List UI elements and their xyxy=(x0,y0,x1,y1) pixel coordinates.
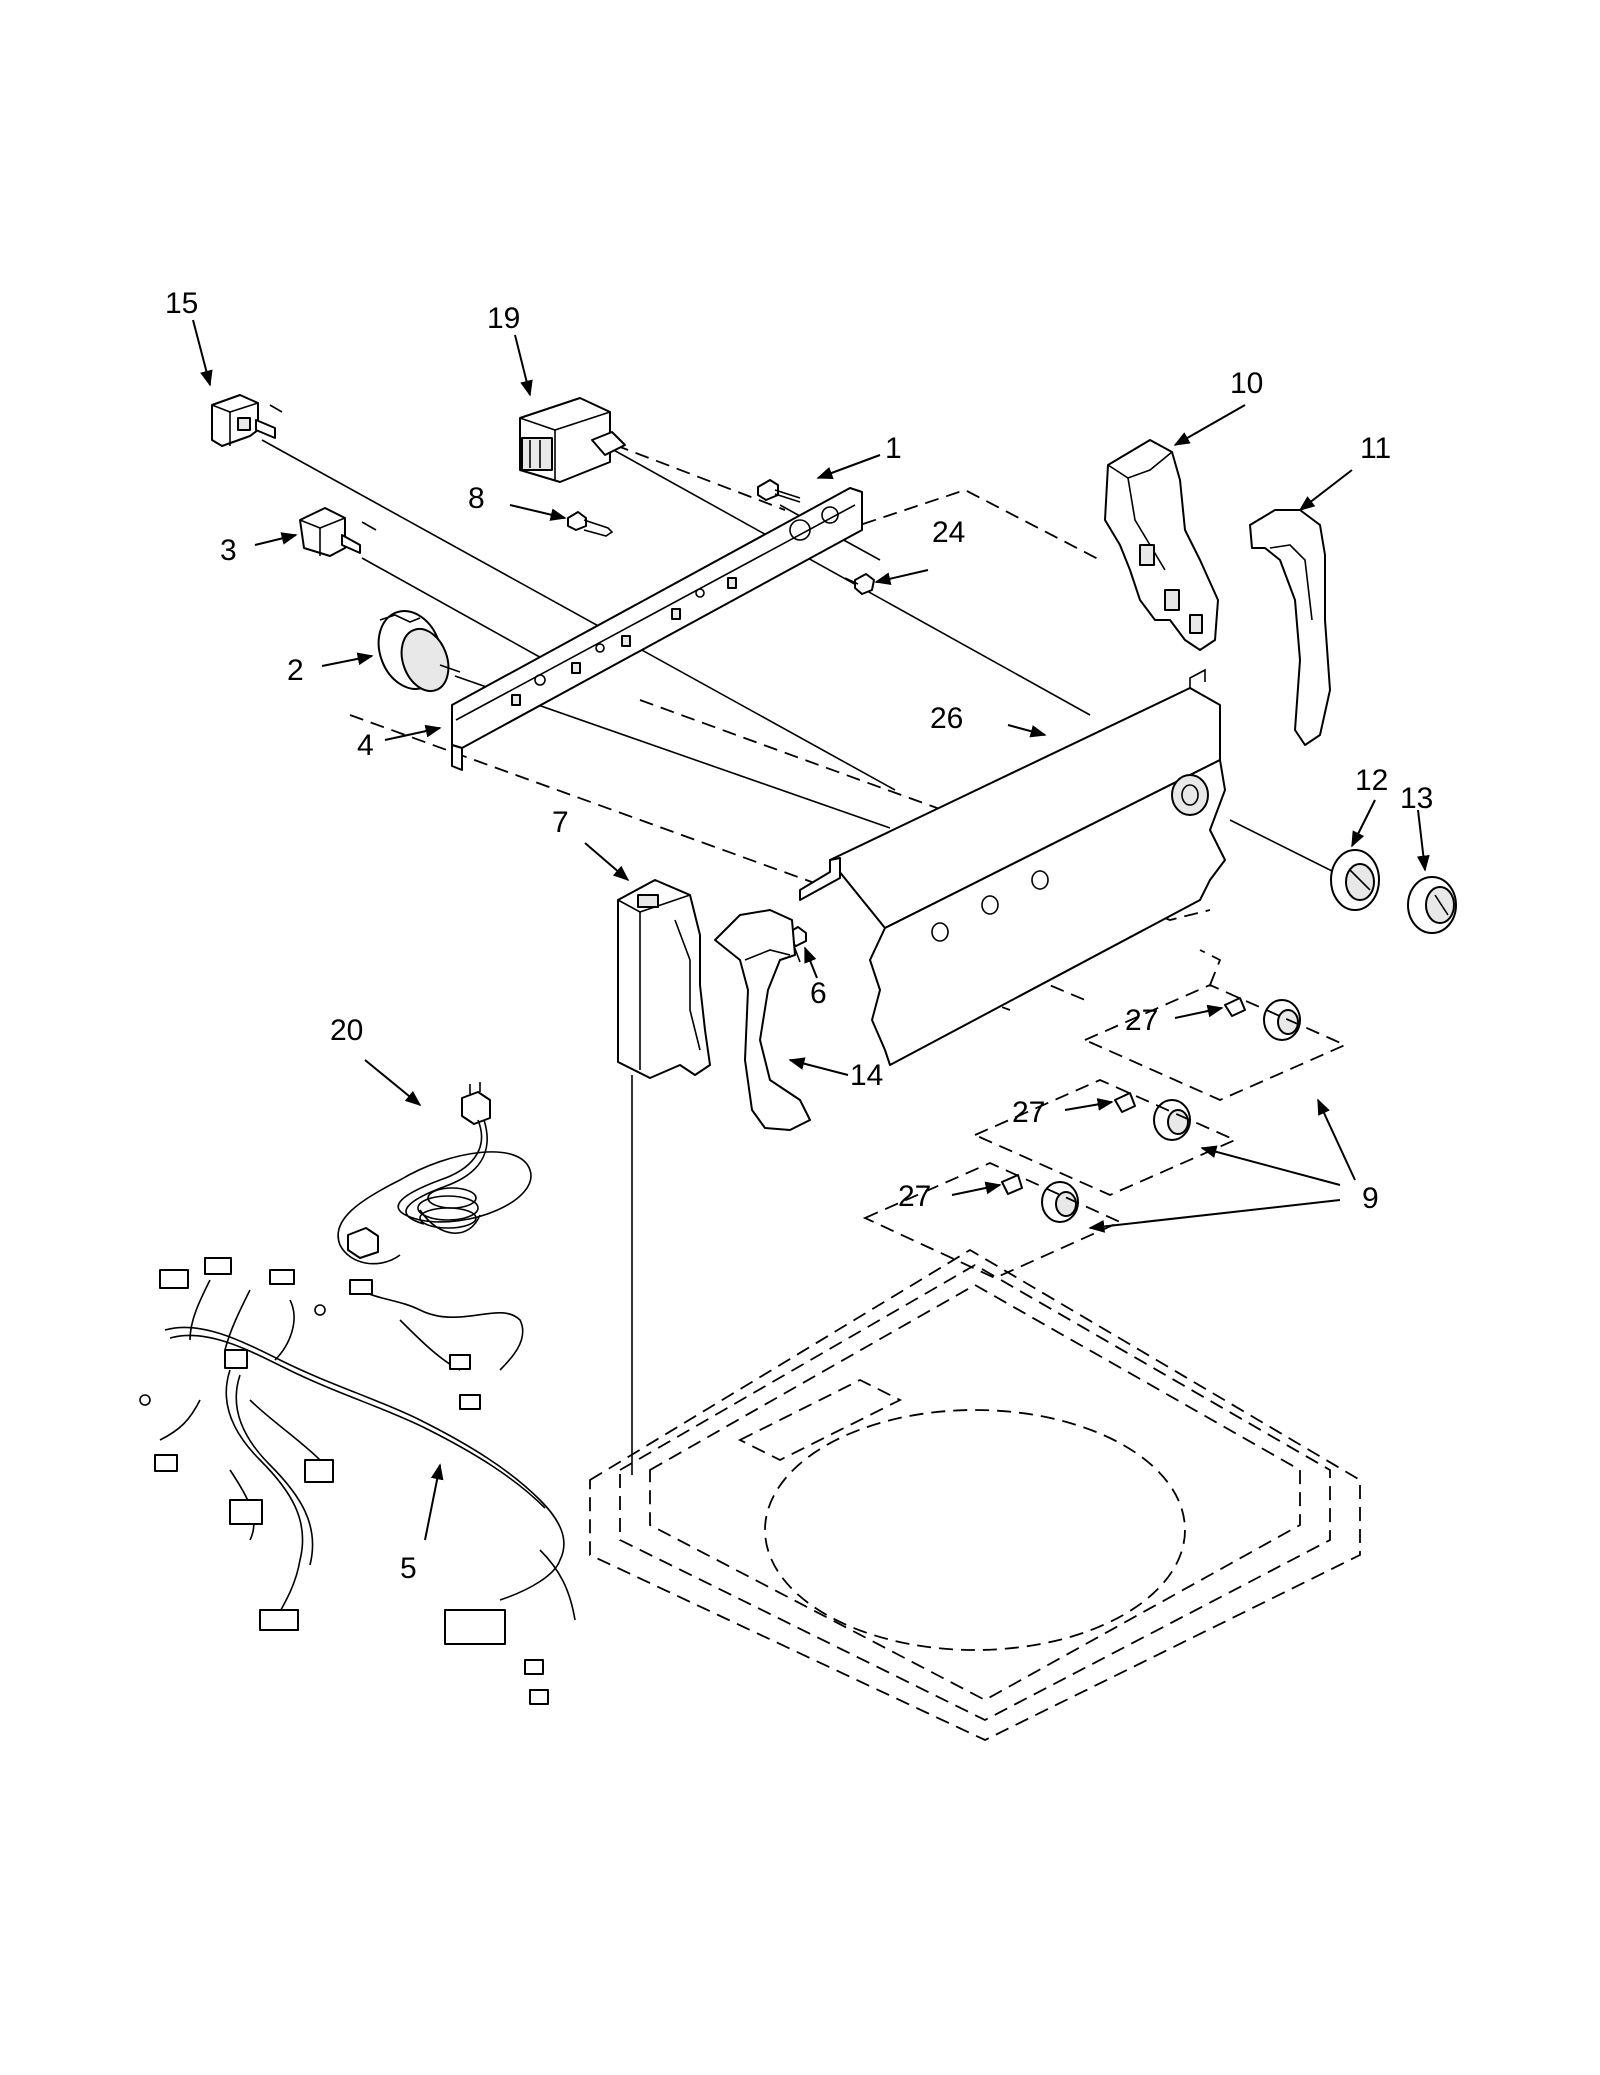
callout-27-top: 27 xyxy=(1125,1004,1158,1037)
switch-15 xyxy=(211,394,283,447)
callout-19: 19 xyxy=(487,302,520,335)
callout-27-mid: 27 xyxy=(1012,1096,1045,1129)
callout-15: 15 xyxy=(165,287,198,320)
callout-12: 12 xyxy=(1355,764,1388,797)
timer-2 xyxy=(377,610,461,692)
callout-27-bottom: 27 xyxy=(898,1180,931,1213)
knob-group-27-mid xyxy=(1114,1092,1191,1141)
knob-group-27-bottom xyxy=(1001,1174,1079,1223)
callout-20: 20 xyxy=(330,1014,363,1047)
knob-group-27-top xyxy=(1224,997,1301,1041)
callout-24: 24 xyxy=(932,516,965,549)
screw-8 xyxy=(567,511,614,537)
callout-8: 8 xyxy=(468,482,485,515)
callout-5: 5 xyxy=(400,1552,417,1585)
callout-10: 10 xyxy=(1230,367,1263,400)
callout-13: 13 xyxy=(1400,782,1433,815)
wire-harness-5 xyxy=(139,1257,576,1705)
callout-3: 3 xyxy=(220,534,237,567)
knob-boxes-9 xyxy=(862,949,1348,1279)
screw-1 xyxy=(757,479,801,503)
callout-2: 2 xyxy=(287,654,304,687)
end-cap-10 xyxy=(1104,439,1219,651)
callout-11: 11 xyxy=(1360,432,1391,465)
module-19 xyxy=(519,397,626,483)
callout-labels: 15 19 1 8 10 11 3 24 2 4 26 12 13 7 6 20… xyxy=(165,287,1433,1585)
end-cap-cover-14 xyxy=(714,909,811,1131)
callout-arrows xyxy=(192,319,1430,1541)
callout-9: 9 xyxy=(1362,1182,1379,1215)
callout-1: 1 xyxy=(885,432,902,465)
screw-24 xyxy=(844,573,875,595)
end-cap-cover-11 xyxy=(1249,509,1331,746)
knob-bezel-12 xyxy=(1330,849,1380,911)
knob-13 xyxy=(1407,876,1457,934)
power-cord-20 xyxy=(337,1082,532,1265)
callout-26: 26 xyxy=(930,702,963,735)
console-panel-26 xyxy=(799,668,1226,1066)
console-bracket-4 xyxy=(451,487,863,771)
callout-7: 7 xyxy=(552,806,569,839)
callout-4: 4 xyxy=(357,729,374,762)
switch-3 xyxy=(299,507,377,557)
callout-14: 14 xyxy=(850,1059,883,1092)
end-cap-7 xyxy=(617,879,711,1079)
washer-top-outline xyxy=(589,1248,1361,1741)
callout-6: 6 xyxy=(810,977,827,1010)
